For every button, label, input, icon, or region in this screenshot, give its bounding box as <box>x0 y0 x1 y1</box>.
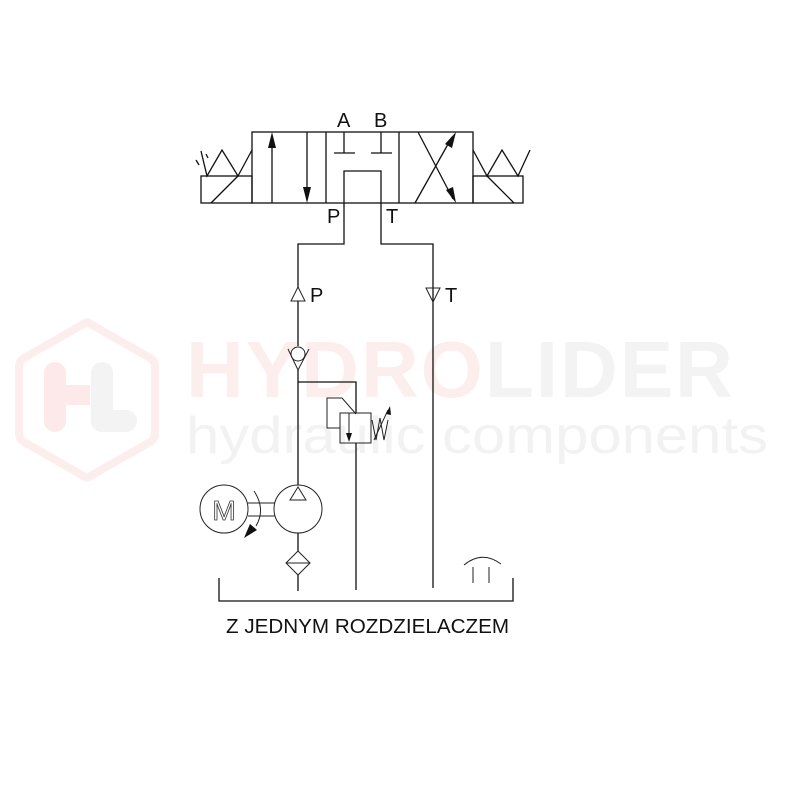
port-b-label: B <box>374 110 387 132</box>
electric-motor-icon <box>199 484 249 534</box>
logo-h-bar-icon <box>44 362 66 432</box>
rotation-arc-icon <box>253 490 261 527</box>
piping: P T <box>287 203 457 590</box>
hydraulic-pump-icon <box>273 484 323 534</box>
tank-port-label: T <box>445 285 457 307</box>
center-blocked-position-icon <box>334 132 392 203</box>
breather-icon <box>463 556 502 583</box>
watermark-tagline: hydraulic components <box>186 407 768 465</box>
pressure-port-label: P <box>310 285 323 307</box>
pressure-port-triangle-icon <box>290 285 306 302</box>
tank-port-triangle-icon <box>425 287 441 304</box>
right-solenoid-icon <box>472 148 531 204</box>
watermark-brand: HYDROLIDER <box>186 325 735 414</box>
crossed-flow-arrows-icon <box>414 131 456 204</box>
filter-icon <box>285 550 311 576</box>
watermark-brand-part2: LIDER <box>485 325 735 414</box>
reservoir-tank-icon <box>218 578 514 602</box>
rotation-arrow-icon <box>244 524 257 538</box>
relief-valve-icon <box>326 397 391 444</box>
watermark: HYDROLIDER hydraulic components <box>15 318 768 482</box>
left-solenoid-icon <box>195 148 253 204</box>
directional-valve: A B P T <box>195 110 531 228</box>
logo-h-crossbar-icon <box>60 385 90 405</box>
port-p-label: P <box>327 206 340 228</box>
port-a-label: A <box>337 110 351 132</box>
motor-pump-group: M <box>199 484 323 591</box>
hl-hexagon-logo-icon <box>15 318 159 482</box>
watermark-brand-part1: HYDRO <box>186 325 485 414</box>
port-t-label: T <box>386 206 398 228</box>
pressure-line <box>297 203 345 288</box>
diagram-caption: Z JEDNYM ROZDZIELACZEM <box>226 616 509 638</box>
motor-label: M <box>212 495 235 526</box>
parallel-flow-arrows-icon <box>268 132 311 203</box>
pump-direction-triangle-icon <box>289 486 307 501</box>
valve-body <box>251 131 474 204</box>
tank-line <box>380 203 434 588</box>
logo-l-foot-icon <box>91 410 137 432</box>
